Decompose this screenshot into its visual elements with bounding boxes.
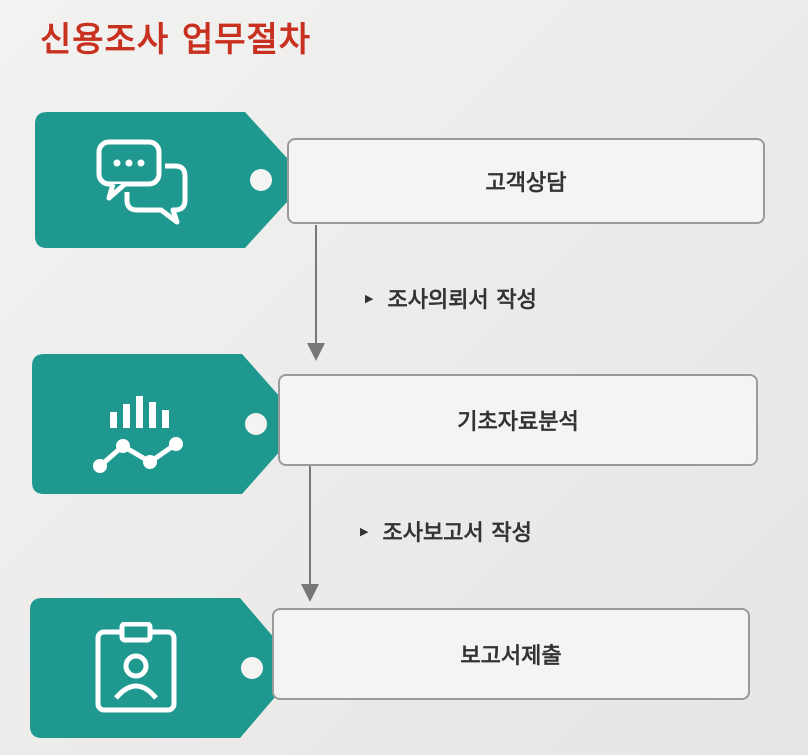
step-3-box: 보고서제출 (272, 608, 750, 700)
bar-line-chart-icon (93, 396, 183, 473)
transition-2-label: 조사보고서 작성 (382, 521, 532, 546)
id-badge-icon (95, 622, 177, 713)
step-1-box: 고객상담 (287, 138, 765, 224)
chat-bubbles-icon (96, 139, 188, 225)
step-2-label: 기초자료분석 (457, 410, 579, 435)
step-1-label: 고객상담 (485, 171, 567, 196)
process-step-3: 보고서제출 (30, 598, 760, 738)
flow-arrow-2 (301, 466, 319, 602)
flow-arrow-1 (307, 225, 325, 361)
transition-1-label: 조사의뢰서 작성 (387, 288, 537, 313)
step-3-label: 보고서제출 (460, 644, 562, 669)
process-step-2: 기초자료분석 (32, 354, 762, 494)
bullet-triangle-icon: ▶ (365, 291, 374, 305)
transition-note-1: ▶ 조사의뢰서 작성 (365, 282, 537, 314)
step-2-box: 기초자료분석 (278, 374, 758, 466)
bullet-triangle-icon: ▶ (360, 524, 369, 538)
page-title: 신용조사 업무절차 (40, 20, 312, 60)
transition-note-2: ▶ 조사보고서 작성 (360, 515, 532, 547)
process-step-1: 고객상담 (35, 112, 765, 252)
